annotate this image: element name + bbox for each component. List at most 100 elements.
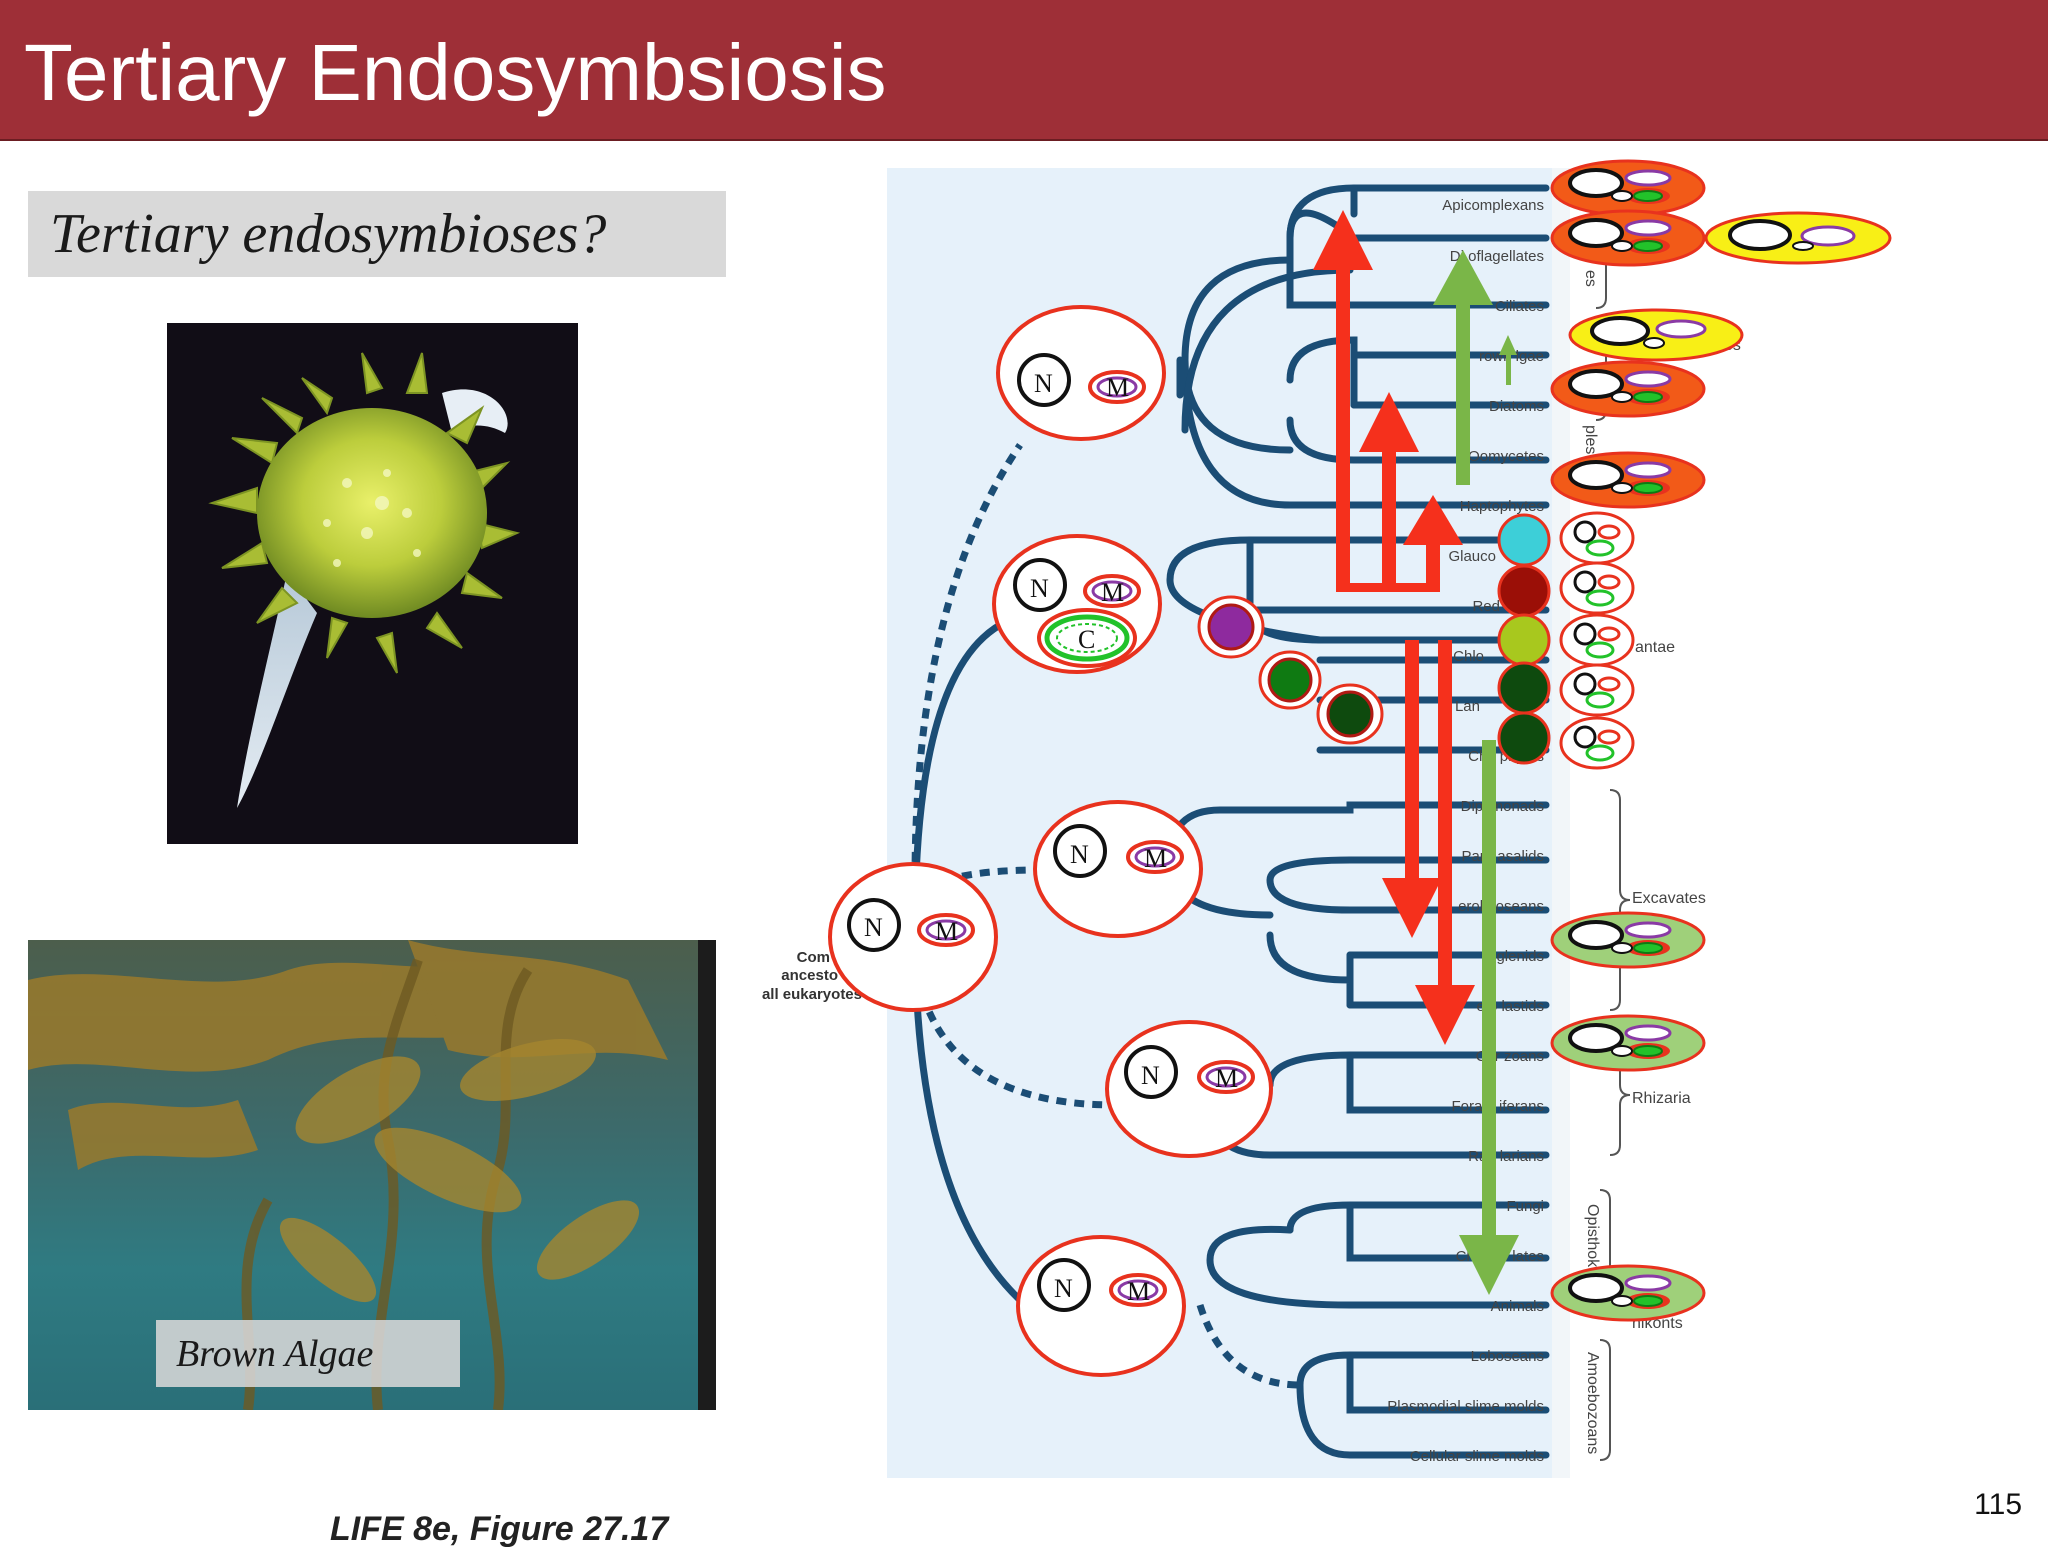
figure-caption: LIFE 8e, Figure 27.17: [330, 1510, 669, 1548]
question-text: Tertiary endosymbioses?: [50, 203, 607, 265]
taxon-label: Plasmodial slime molds: [1387, 1398, 1544, 1415]
transfer-arrows: [1313, 210, 1519, 1295]
taxon-label: Para asalids: [1461, 848, 1544, 865]
chlorophyte-plastid-icon: [1497, 613, 1551, 667]
cercozoan-cell: [1550, 1014, 1706, 1072]
taxon-label: erolo oseans: [1458, 898, 1544, 915]
taxon-label: Apicomplexans: [1442, 197, 1544, 214]
taxon-label: Oomycetes: [1468, 448, 1544, 465]
slide-title: Tertiary Endosymbsiosis: [24, 28, 887, 117]
sea-slug-animal-cell: [1550, 1264, 1706, 1322]
brown-algae-photo: Brown Algae: [28, 940, 716, 1410]
ancestor-label-line: ancesto: [781, 967, 838, 984]
mitochondrion-letter: M: [1215, 1064, 1238, 1093]
group-label: Rhizaria: [1632, 1090, 1691, 1107]
photo-label: Brown Algae: [176, 1333, 374, 1375]
taxon-label: Diatoms: [1489, 398, 1544, 415]
cell-plantae-ancestor: N M C: [992, 534, 1162, 674]
group-labels: Excavates Rhizaria Opisthok Amoebozoans …: [1582, 270, 1741, 1454]
apicomplexan-cell: [1550, 159, 1706, 217]
taxon-label: Loboseans: [1471, 1348, 1544, 1365]
nucleus-icon: [1017, 353, 1071, 407]
chloroplast-icon: [1037, 608, 1137, 668]
question-box: Tertiary endosymbioses?: [28, 191, 726, 277]
nucleus-letter: N: [1034, 369, 1053, 398]
diatom-cell: [1550, 360, 1706, 418]
taxon-label: Chlo: [1453, 648, 1484, 665]
mitochondrion-letter: M: [1144, 844, 1167, 873]
mitochondrion-letter: M: [1127, 1277, 1150, 1306]
cell-diagrams: N M N M N M C N: [828, 305, 1273, 1377]
nucleus-icon: [1124, 1045, 1178, 1099]
plantae-mini-cells: [1559, 511, 1635, 770]
plastid-lineages: [1197, 513, 1551, 765]
page-number: 115: [1974, 1488, 2022, 1521]
photo-label-box: Brown Algae: [156, 1320, 460, 1387]
euglenid-cell: [1550, 911, 1706, 969]
taxon-label: Glauco: [1448, 548, 1496, 565]
sea-slug-illustration: [208, 352, 521, 808]
mitochondrion-letter: M: [935, 917, 958, 946]
dinoflagellate-cell: [1550, 209, 1706, 267]
taxon-label: E glenids: [1482, 948, 1544, 965]
red-arrow-up-haptophytes: [1403, 495, 1463, 592]
taxon-labels: Apicomplexans Di oflagellates Ciliates r…: [1387, 197, 1544, 1465]
taxon-label: Cellular slime molds: [1410, 1448, 1544, 1465]
tertiary-dinoflagellate-cell: [1704, 211, 1892, 265]
cell-ancestor: N M: [828, 862, 998, 1012]
red-arrow-base: [1336, 583, 1440, 592]
ancestor-label-line: all eukaryotes: [762, 986, 862, 1003]
cell-chromalveolate-ancestor: N M: [996, 305, 1166, 441]
taxon-label: Rad larians: [1468, 1148, 1544, 1165]
nucleus-icon: [1053, 824, 1107, 878]
taxon-label: Lan: [1455, 698, 1480, 715]
endosymbiont-cells: [1550, 159, 1892, 1322]
taxon-label: Foram iferans: [1451, 1098, 1544, 1115]
plastid-icon: [1326, 690, 1374, 738]
mitochondrion-letter: M: [1106, 373, 1129, 402]
chloroplast-letter: C: [1078, 625, 1095, 654]
taxon-label: Ciliates: [1495, 298, 1544, 315]
ancestor-label-line: Com: [797, 949, 830, 966]
red-arrow-up-apicomplexans: [1313, 210, 1373, 592]
nucleus-letter: N: [1070, 840, 1089, 869]
haptophyte-cell: [1550, 451, 1706, 509]
taxon-label: rown lgae: [1479, 348, 1544, 365]
title-bar: Tertiary Endosymbsiosis: [0, 0, 2048, 141]
group-label: es: [1582, 270, 1599, 287]
sea-slug-photo: [167, 323, 578, 844]
taxon-label: Animals: [1491, 1298, 1544, 1315]
plastid-icon: [1207, 603, 1255, 651]
taxon-label: Di oflagellates: [1450, 248, 1544, 265]
tree-branches: [911, 184, 1550, 1459]
nucleus-icon: [847, 898, 901, 952]
land-plant-plastid-icon: [1497, 661, 1551, 715]
nucleus-letter: N: [1141, 1061, 1160, 1090]
kelp-illustration: [28, 940, 716, 1410]
group-label: antae: [1635, 639, 1675, 656]
group-label: Excavates: [1632, 890, 1706, 907]
group-label: Amoebozoans: [1584, 1352, 1601, 1454]
nucleus-letter: N: [1054, 1274, 1073, 1303]
red-arrow-down-euglenids: [1382, 640, 1442, 938]
mitochondrion-letter: M: [1101, 578, 1124, 607]
group-label: Opisthok: [1584, 1204, 1601, 1268]
glaucophyte-plastid-icon: [1497, 513, 1551, 567]
green-arrow-up-brown-algae: [1499, 335, 1517, 385]
group-label: ples: [1582, 425, 1599, 454]
nucleus-letter: N: [1030, 574, 1049, 603]
red-algae-plastid-icon: [1497, 564, 1551, 618]
charophyte-plastid-icon: [1497, 711, 1551, 765]
red-arrow-down-cercozoans: [1415, 640, 1475, 1045]
cell-rhizaria-ancestor: N M: [1105, 1020, 1273, 1158]
taxon-label: Dipl monads: [1461, 798, 1544, 815]
plastid-icon: [1267, 657, 1313, 703]
nucleus-icon: [1013, 558, 1067, 612]
ancestor-label: Com ancesto all eukaryotes: [762, 949, 862, 1003]
red-arrow-up-diatoms: [1359, 392, 1419, 592]
cell-excavate-ancestor: N M: [1033, 800, 1203, 938]
nucleus-icon: [1037, 1258, 1091, 1312]
cell-unikont-ancestor: N M: [1016, 1235, 1186, 1377]
brown-algae-cell: [1568, 308, 1744, 362]
